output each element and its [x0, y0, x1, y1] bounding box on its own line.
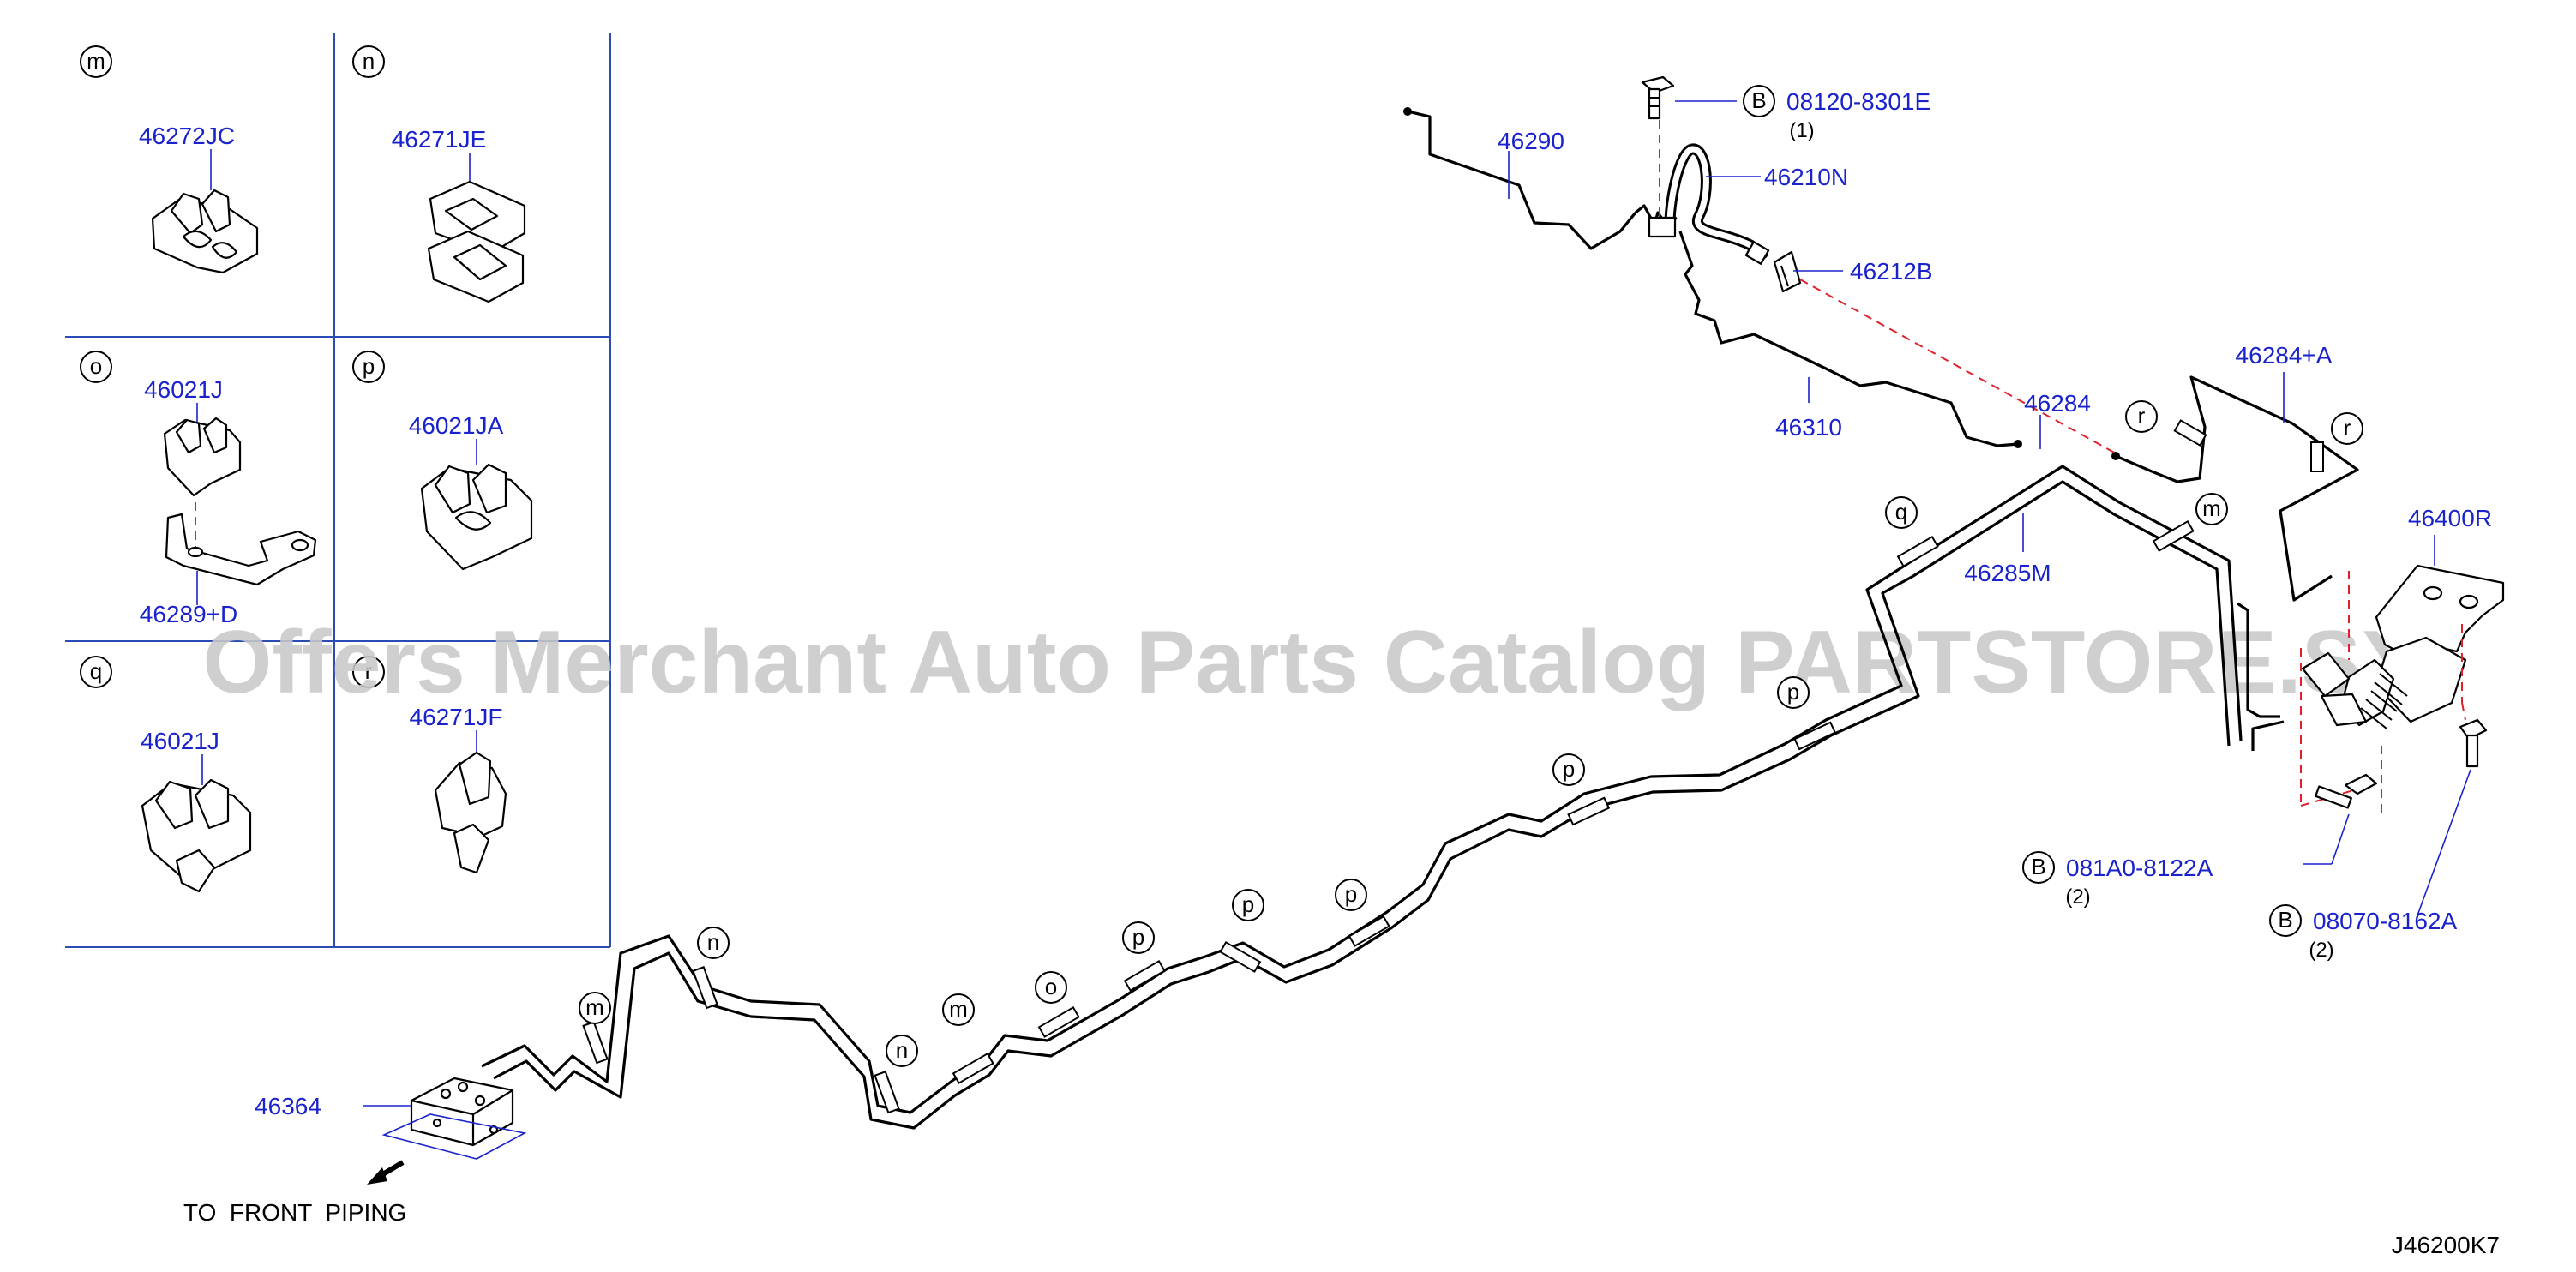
detail-panel-q: q 46021J: [80, 656, 252, 893]
svg-text:p: p: [1563, 756, 1575, 782]
bolt-callout-08070-8162A: B 08070-8162A (2): [2269, 904, 2457, 962]
label-46212B: 46212B: [1850, 258, 1933, 285]
bolt-08070-8162A: [2459, 718, 2488, 768]
pipe-46284: [2111, 375, 2359, 602]
clip-illustration: [434, 751, 507, 874]
bolt-08120-8301E: [1641, 75, 1675, 120]
svg-text:m: m: [2202, 495, 2221, 521]
label-46285M: 46285M: [1964, 560, 2051, 586]
svg-text:n: n: [896, 1037, 908, 1063]
direction-note: TO FRONT PIPING: [183, 1199, 406, 1226]
part-number: 46021J: [144, 376, 223, 403]
bolt-081A0-8122A: [2315, 773, 2378, 809]
detail-panel-grid: [65, 33, 611, 948]
svg-text:p: p: [1242, 891, 1254, 917]
svg-text:o: o: [1045, 974, 1057, 999]
clip-tag-p: p: [1777, 676, 1810, 709]
bolt-quantity: (2): [2065, 885, 2090, 909]
bracket-illustration: [165, 513, 317, 586]
part-number: 46271JF: [410, 704, 503, 730]
clip-tag-p: p: [1552, 753, 1585, 786]
part-number: 46272JC: [139, 123, 235, 149]
clip-tag-o: o: [1035, 971, 1067, 1004]
hidden-lines: [1659, 120, 2466, 814]
panel-letter: q: [90, 658, 102, 684]
panel-letter: p: [363, 353, 375, 379]
hose-46210N: [1648, 143, 1770, 265]
bolt-quantity: (2): [2309, 939, 2333, 962]
bolt-callout-081A0-8122A: B 081A0-8122A (2): [2022, 851, 2213, 909]
pipe-46310: [1678, 231, 2022, 448]
bolt-marker: B: [2278, 907, 2292, 933]
clip-illustration: [151, 189, 259, 274]
part-number: 46289+D: [140, 601, 237, 627]
bolt-quantity: (1): [1789, 119, 1814, 142]
clip-tag-p: p: [1122, 921, 1155, 954]
clip-illustration: [427, 180, 526, 303]
clip-tag-r: r: [2125, 400, 2158, 433]
callout-labels: 46290 46210N 46212B 46310 46284 46284+A …: [255, 128, 2492, 1119]
detail-panel-n: n 46271JE: [352, 45, 526, 303]
clip-illustration: [163, 417, 242, 497]
bolt-marker: B: [1751, 87, 1766, 113]
leader-lines: [1508, 100, 2471, 916]
diagram-code: J46200K7: [2392, 1232, 2500, 1258]
bolt-part-number: 081A0-8122A: [2066, 855, 2213, 881]
clip-46212B: [1773, 250, 1802, 293]
clip-r-strip: [2173, 419, 2207, 447]
clip-illustration: [141, 778, 252, 893]
panel-letter: r: [365, 658, 373, 684]
svg-text:r: r: [2138, 403, 2146, 429]
part-number: 46271JE: [392, 126, 487, 153]
clip-tags: q m r r p p p p p o m n n m: [579, 400, 2363, 1067]
junction-block-46364: [363, 1077, 527, 1185]
svg-text:p: p: [1132, 924, 1144, 950]
label-46310: 46310: [1775, 414, 1842, 441]
panel-letter: n: [363, 48, 375, 74]
part-number: 46021JA: [409, 412, 504, 439]
detail-panel-o: o 46021J 46289+D: [80, 351, 317, 627]
bolt-part-number: 08070-8162A: [2313, 908, 2457, 934]
panel-letter: m: [87, 48, 105, 74]
clip-tag-q: q: [1885, 496, 1918, 529]
clip-tag-m: m: [2195, 493, 2228, 525]
clip-tag-p: p: [1232, 889, 1264, 921]
part-number: 46021J: [141, 728, 219, 754]
clip-tag-m: m: [579, 992, 611, 1024]
label-46400R: 46400R: [2408, 505, 2492, 531]
svg-text:n: n: [707, 929, 719, 955]
clip-tag-m: m: [942, 993, 975, 1026]
svg-text:r: r: [2344, 415, 2351, 441]
label-46284: 46284: [2024, 390, 2091, 417]
pipe-46284A: [2237, 602, 2285, 751]
clip-tag-p: p: [1335, 879, 1367, 911]
watermark: Offers Merchant Auto Parts Catalog PARTS…: [203, 613, 2421, 712]
bracket-46400R: [2301, 564, 2505, 729]
svg-text:m: m: [585, 994, 604, 1020]
bolt-part-number: 08120-8301E: [1786, 88, 1930, 115]
clip-tag-r: r: [2331, 412, 2363, 445]
bolt-marker: B: [2031, 854, 2045, 879]
detail-panel-m: m 46272JC: [80, 45, 259, 274]
svg-text:p: p: [1787, 679, 1799, 705]
clip-illustration: [420, 463, 533, 571]
bolt-callout-08120-8301E: B 08120-8301E (1): [1743, 85, 1930, 142]
label-46364: 46364: [255, 1093, 321, 1119]
pipe-clips: [582, 519, 2195, 1114]
svg-text:q: q: [1895, 499, 1907, 525]
label-46290: 46290: [1498, 128, 1564, 154]
detail-panel-r: r 46271JF: [352, 656, 507, 874]
detail-panel-p: p 46021JA: [352, 351, 533, 571]
label-46210N: 46210N: [1764, 164, 1848, 190]
pipe-46290: [1403, 107, 1678, 250]
svg-text:p: p: [1345, 881, 1357, 907]
label-46284A: 46284+A: [2236, 342, 2333, 369]
svg-text:m: m: [949, 996, 968, 1022]
clip-r-strip: [2310, 441, 2324, 472]
clip-tag-n: n: [697, 927, 730, 959]
clip-tag-n: n: [886, 1035, 918, 1067]
panel-letter: o: [90, 353, 102, 379]
